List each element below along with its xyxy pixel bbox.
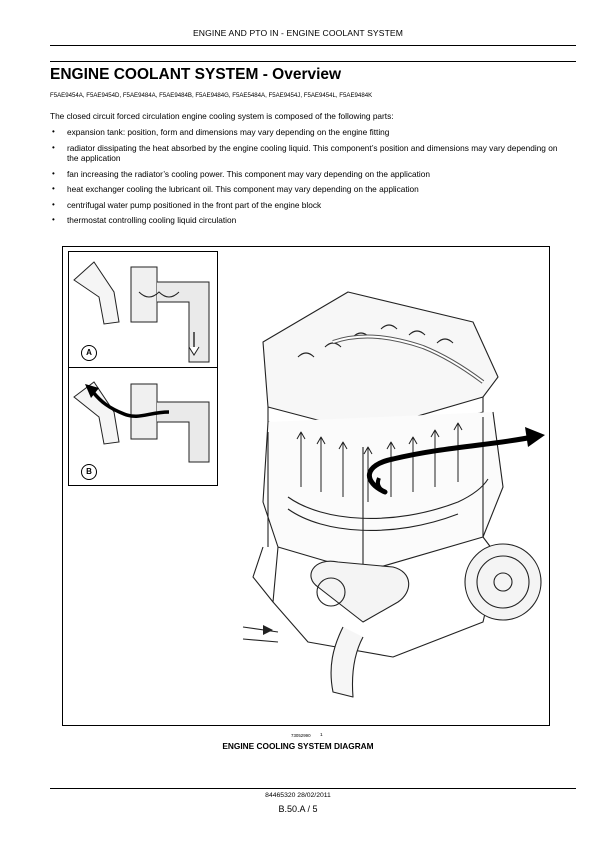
title-rule xyxy=(50,61,576,62)
running-header: ENGINE AND PTO IN - ENGINE COOLANT SYSTE… xyxy=(192,28,404,38)
header-rule xyxy=(50,45,576,46)
intro-paragraph: The closed circuit forced circulation en… xyxy=(50,111,394,121)
page-title: ENGINE COOLANT SYSTEM - Overview xyxy=(50,66,342,83)
list-item: centrifugal water pump positioned in the… xyxy=(50,200,570,211)
engine-illustration xyxy=(242,291,545,698)
thermostat-inset: A B xyxy=(68,251,218,486)
inset-divider xyxy=(69,367,217,368)
list-item: heat exchanger cooling the lubricant oil… xyxy=(50,184,570,195)
inset-label-b: B xyxy=(81,464,97,480)
figure-index: 1 xyxy=(320,733,323,738)
cooling-system-diagram xyxy=(62,246,550,726)
document-reference: 84465320 28/02/2011 xyxy=(265,792,331,799)
list-item: fan increasing the radiator’s cooling po… xyxy=(50,169,570,180)
model-codes: F5AE9454A, F5AE9454D, F5AE9484A, F5AE948… xyxy=(50,92,373,99)
parts-list: expansion tank: position, form and dimen… xyxy=(50,127,570,231)
thermostat-detail-illustration xyxy=(73,261,210,463)
page-number: B.50.A / 5 xyxy=(278,804,318,814)
inset-label-a: A xyxy=(81,345,97,361)
list-item: radiator dissipating the heat absorbed b… xyxy=(50,143,570,164)
list-item: thermostat controlling cooling liquid ci… xyxy=(50,215,570,226)
figure-code: 73052990 xyxy=(291,733,311,738)
footer-rule xyxy=(50,788,576,789)
figure-caption: ENGINE COOLING SYSTEM DIAGRAM xyxy=(222,741,374,751)
list-item: expansion tank: position, form and dimen… xyxy=(50,127,570,138)
